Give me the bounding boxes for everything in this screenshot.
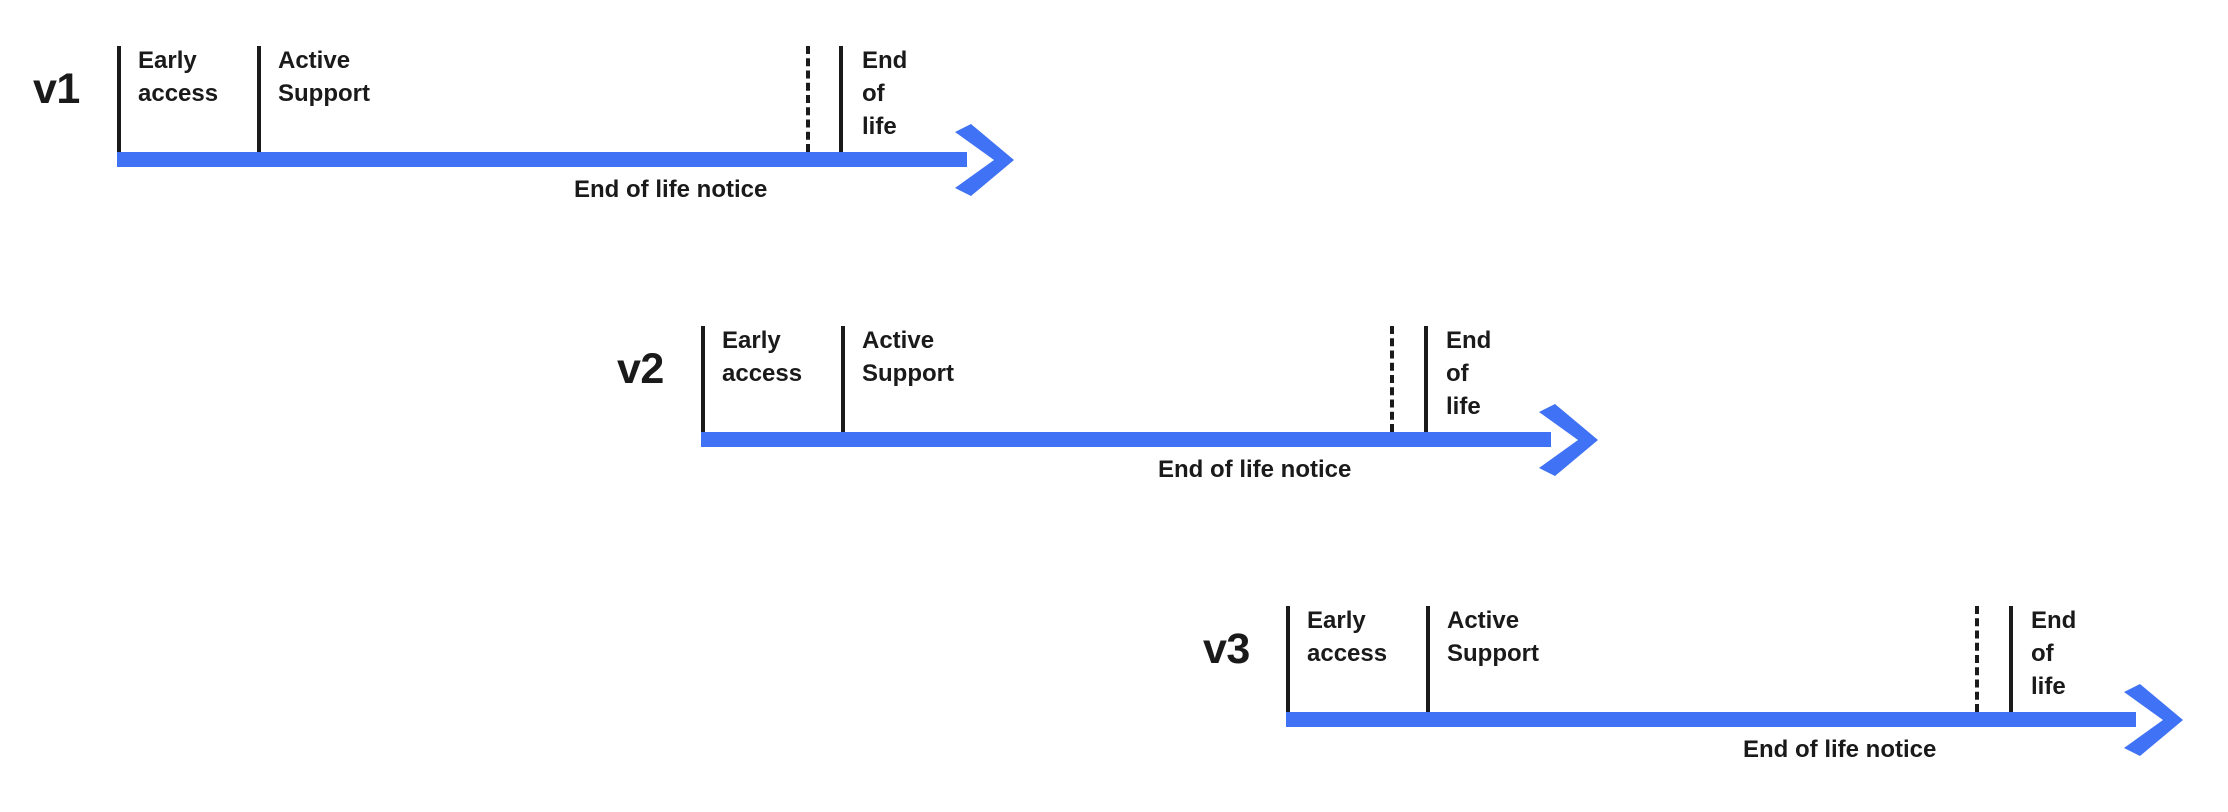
phase-label-early-access: Early access: [722, 327, 803, 387]
version-label-v2: v2: [617, 345, 664, 393]
phase-label-early-access: Early access: [1307, 607, 1388, 667]
lifecycle-bar-v3: [1286, 712, 2136, 727]
phase-divider-active-support-start: [1426, 606, 1430, 712]
version-label-v3: v3: [1203, 625, 1250, 673]
phase-label-active-support: Active Support: [1447, 607, 1539, 667]
arrow-head-icon-v1: [955, 123, 1014, 196]
phase-label-active-support: Active Support: [278, 47, 370, 107]
phase-divider-early-access-start: [117, 46, 121, 152]
end-of-life-notice-label-v2: End of life notice: [1158, 456, 1352, 483]
phase-divider-early-access-start: [1286, 606, 1290, 712]
phase-label-early-access: Early access: [138, 47, 219, 107]
phase-divider-end-of-life-notice-start: [1975, 606, 1979, 712]
phase-label-end-of-life: End of life: [862, 47, 908, 140]
lifecycle-bar-v2: [701, 432, 1551, 447]
lifecycle-bar-v1: [117, 152, 967, 167]
phase-label-end-of-life: End of life: [2031, 607, 2077, 700]
phase-divider-early-access-start: [701, 326, 705, 432]
phase-label-end-of-life: End of life: [1446, 327, 1492, 420]
phase-label-active-support: Active Support: [862, 327, 954, 387]
phase-divider-end-of-life-start: [2009, 606, 2013, 712]
version-label-v1: v1: [33, 65, 80, 113]
arrow-head-icon-v2: [1539, 403, 1598, 476]
phase-divider-active-support-start: [841, 326, 845, 432]
end-of-life-notice-label-v1: End of life notice: [574, 176, 768, 203]
phase-divider-active-support-start: [257, 46, 261, 152]
phase-divider-end-of-life-notice-start: [1390, 326, 1394, 432]
end-of-life-notice-label-v3: End of life notice: [1743, 736, 1937, 763]
arrow-head-icon-v3: [2124, 683, 2183, 756]
phase-divider-end-of-life-start: [1424, 326, 1428, 432]
phase-divider-end-of-life-notice-start: [806, 46, 810, 152]
phase-divider-end-of-life-start: [839, 46, 843, 152]
